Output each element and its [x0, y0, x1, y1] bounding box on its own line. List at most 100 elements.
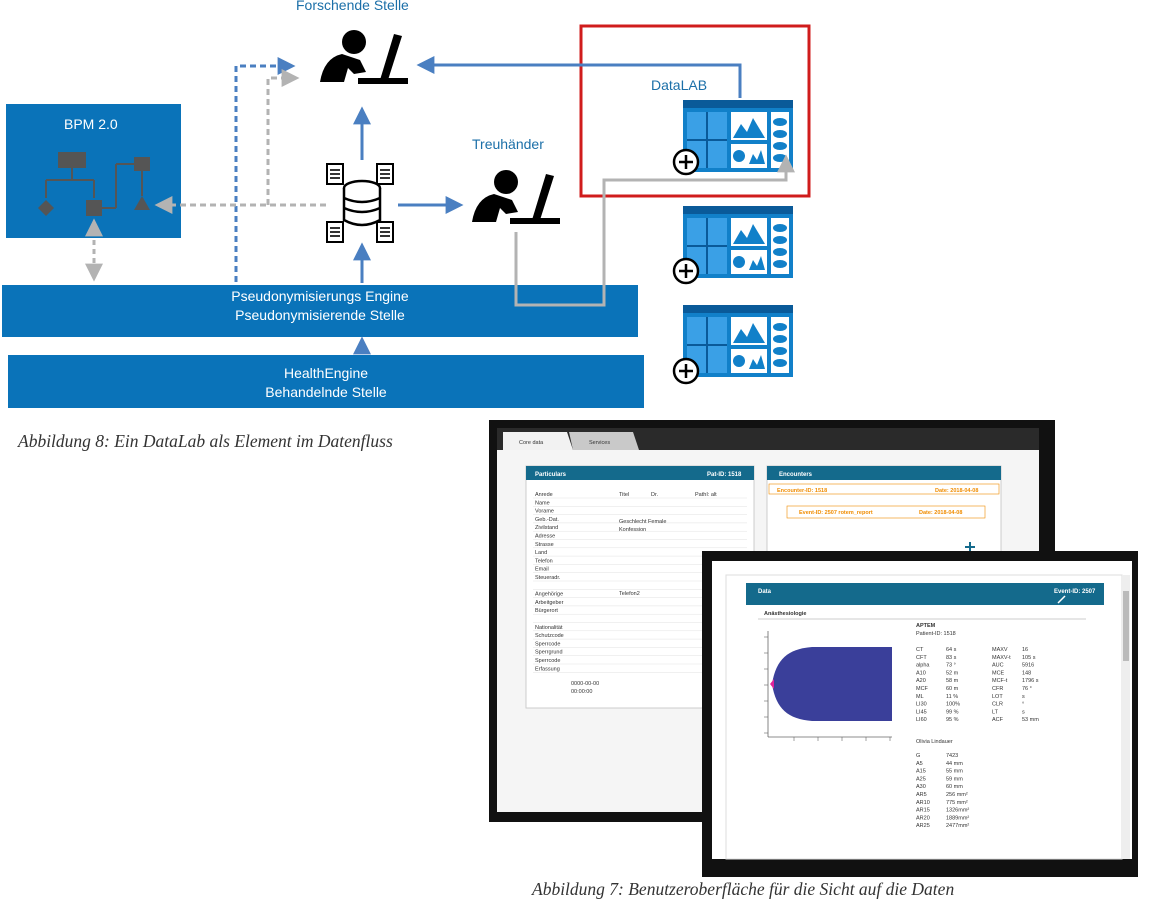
scrollbar-thumb[interactable] [1123, 591, 1129, 661]
metric-lower-key: AR5 [916, 792, 927, 798]
metric-lower-key: AR20 [916, 815, 930, 821]
dataflow-diagram [2, 24, 811, 408]
pseudo-label: Pseudonymisierungs Engine Pseudonymisier… [2, 288, 638, 323]
pseudo-line-2: Pseudonymisierende Stelle [235, 307, 405, 323]
metric-lower-key: A15 [916, 769, 926, 775]
encounters-title: Encounters [779, 472, 813, 478]
metric-right-value: 148 [1022, 670, 1031, 676]
metric-lower-value: 55 mm [946, 769, 963, 775]
pseudonymisierung-box [2, 285, 638, 337]
particulars-row-label: Erfassung [535, 666, 560, 672]
dr-label: Dr. [651, 492, 659, 498]
metric-right-value: 16 [1022, 647, 1028, 653]
metric-left-key: CFT [916, 655, 927, 661]
ui-screenshot-front: Data Event-ID: 2507 Anästhesiologie APTE… [702, 551, 1138, 877]
gray-arrows [85, 69, 795, 307]
scrollbar[interactable] [1122, 575, 1130, 859]
add-datalab-icon-1 [672, 148, 700, 176]
caption-fig7: Abbildung 7: Benutzeroberfläche für die … [532, 879, 955, 899]
particulars-row-label: Zivilstand [535, 525, 558, 531]
metric-lower-value: 7423 [946, 753, 958, 759]
data-arrows [234, 56, 742, 355]
particulars-row-label: Telefon [535, 558, 553, 564]
metric-lower-key: AR25 [916, 823, 930, 829]
metric-lower-value: 1889mm² [946, 815, 969, 821]
particulars-row-label: Land [535, 550, 547, 556]
metric-left-value: 64 s [946, 647, 957, 653]
database-icon [326, 163, 394, 243]
particulars-row-label: Sperrgrund [535, 650, 563, 656]
health-line-1: HealthEngine [283, 365, 369, 381]
metric-lower-value: 2477mm² [946, 823, 969, 829]
particulars-row-label: Name [535, 500, 550, 506]
konfession-label: Konfession [619, 527, 646, 533]
metric-lower-key: AR15 [916, 808, 930, 814]
particulars-row-label: Strasse [535, 542, 554, 548]
metric-lower-key: G [916, 753, 920, 759]
metric-left-value: 52 m [946, 670, 959, 676]
particulars-row-label: Sperrcode [535, 658, 560, 664]
metric-left-value: 58 m [946, 678, 959, 684]
metric-left-key: MCF [916, 686, 929, 692]
metric-left-key: A10 [916, 670, 926, 676]
person-name: Olivia Lindauer [916, 739, 953, 745]
metric-left-key: alpha [916, 663, 930, 669]
caption-fig8: Abbildung 8: Ein DataLab als Element im … [18, 431, 393, 451]
event-date: Date: 2018-04-08 [919, 510, 962, 516]
metric-right-key: MAXV-t [992, 655, 1011, 661]
particulars-row-label: Bürgerort [535, 608, 558, 614]
data-title: Data [758, 589, 772, 595]
aptem-label: APTEM [916, 623, 936, 629]
pathi-label: PathI: alt [695, 492, 717, 498]
metric-left-value: 99 % [946, 709, 959, 715]
pat-id: Pat-ID: 1518 [707, 472, 742, 478]
telefon2-label: Telefon2 [619, 591, 640, 597]
event-id-2: Event-ID: 2507 [1054, 589, 1096, 595]
particulars-row-label: Anrede [535, 492, 553, 498]
rotem-plot [764, 631, 892, 741]
tab-core-label: Core data [519, 440, 544, 446]
tab-services[interactable] [569, 432, 639, 450]
particulars-row-label: Steueradr. [535, 575, 561, 581]
metric-left-key: ML [916, 694, 924, 700]
particulars-row-label: Arbeitgeber [535, 600, 564, 606]
metric-left-value: 60 m [946, 686, 959, 692]
health-label: HealthEngine Behandelnde Stelle [8, 365, 644, 400]
metric-lower-key: A5 [916, 761, 923, 767]
metric-right-value: s [1022, 694, 1025, 700]
pseudo-line-1: Pseudonymisierungs Engine [231, 288, 409, 304]
metric-right-key: ACF [992, 717, 1004, 723]
metric-left-key: LI45 [916, 709, 927, 715]
tab-core-data[interactable] [503, 432, 573, 450]
add-encounter-icon[interactable] [965, 542, 975, 552]
metric-left-value: 100% [946, 702, 960, 708]
metric-left-key: A20 [916, 678, 926, 684]
server-icon-2 [682, 205, 794, 279]
add-datalab-icon-3 [672, 357, 700, 385]
metric-right-key: MCF-t [992, 678, 1008, 684]
metric-right-value: s [1022, 709, 1025, 715]
titel-label: Titel [619, 492, 629, 498]
tab-services-label: Services [589, 440, 610, 446]
metric-right-key: AUC [992, 663, 1004, 669]
healthengine-box [8, 355, 644, 408]
metric-right-key: CLR [992, 702, 1003, 708]
particulars-row-label: Nationalität [535, 625, 563, 631]
treuhaender-label: Treuhänder [472, 136, 544, 152]
particulars-title: Particulars [535, 472, 567, 478]
trustee-icon [472, 170, 560, 224]
data-screen: Data Event-ID: 2507 Anästhesiologie APTE… [712, 561, 1132, 860]
particulars-row-label: Angehörige [535, 592, 563, 598]
bpm-label: BPM 2.0 [64, 116, 118, 132]
rotem-curve [772, 647, 892, 721]
datalab-label: DataLAB [651, 77, 708, 93]
encounter-id: Encounter-ID: 1518 [777, 488, 827, 494]
edit-pencil-icon[interactable] [1057, 595, 1066, 604]
encounter-date: Date: 2018-04-08 [935, 488, 978, 494]
metric-lower-value: 1326mm² [946, 808, 969, 814]
metric-lower-key: A30 [916, 784, 926, 790]
metric-left-key: LI60 [916, 717, 927, 723]
